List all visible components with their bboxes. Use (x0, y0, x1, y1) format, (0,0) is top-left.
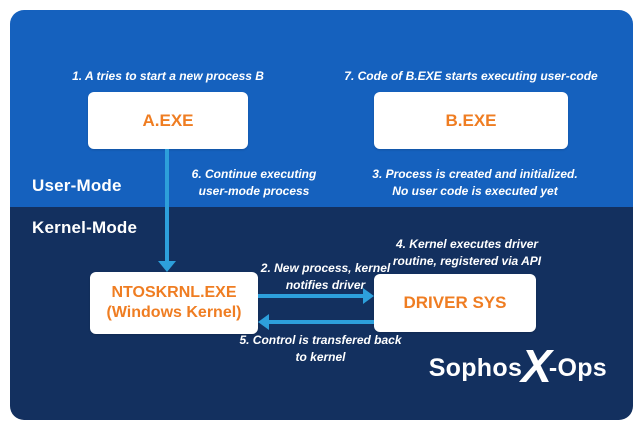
sophos-x-ops-logo: Sophos X -Ops (428, 340, 607, 392)
annotation-step3: 3. Process is created and initialized. N… (350, 166, 600, 200)
logo-x-icon: X (521, 340, 552, 392)
arrow-kernel-to-driver-arrowhead-icon (363, 288, 374, 304)
annotation-step2: 2. New process, kernel notifies driver (260, 261, 391, 292)
annotation-step5: 5. Control is transfered back to kernel (239, 333, 402, 364)
box-driver-sys-label: DRIVER SYS (403, 293, 507, 313)
annotation-step7: 7. Code of B.EXE starts executing user-c… (344, 69, 598, 83)
annotation-step3-line1: 3. Process is created and initialized. (372, 167, 578, 181)
box-b-exe-label: B.EXE (445, 110, 497, 130)
arrow-driver-to-kernel-arrowhead-icon (258, 314, 269, 330)
logo-sophos-text: Sophos (428, 354, 523, 383)
box-ntoskrnl: NTOSKRNL.EXE (Windows Kernel) (90, 272, 258, 334)
kernel-mode-label: Kernel-Mode (32, 218, 138, 237)
box-driver-sys: DRIVER SYS (374, 274, 536, 332)
arrow-a-to-kernel-arrowhead-icon (158, 261, 176, 272)
box-b-exe: B.EXE (374, 92, 568, 149)
box-a-exe-label: A.EXE (142, 110, 194, 130)
annotation-step1: 1. A tries to start a new process B (72, 69, 264, 83)
arrow-kernel-to-driver-line (258, 294, 363, 298)
box-ntoskrnl-label-line1: NTOSKRNL.EXE (111, 284, 237, 301)
logo-ops-text: -Ops (548, 354, 607, 383)
user-mode-label: User-Mode (32, 176, 122, 195)
arrow-driver-to-kernel-line (269, 320, 374, 324)
arrow-a-to-kernel-line (165, 149, 169, 261)
diagram-panel: User-Mode Kernel-Mode 1. A tries to star… (10, 10, 633, 420)
box-ntoskrnl-label-line2: (Windows Kernel) (106, 304, 242, 321)
annotation-step4: 4. Kernel executes driver routine, regis… (392, 237, 542, 268)
annotation-step3-line2: No user code is executed yet (392, 183, 558, 198)
annotation-step6: 6. Continue executing user-mode process (191, 167, 317, 198)
box-a-exe: A.EXE (88, 92, 248, 149)
